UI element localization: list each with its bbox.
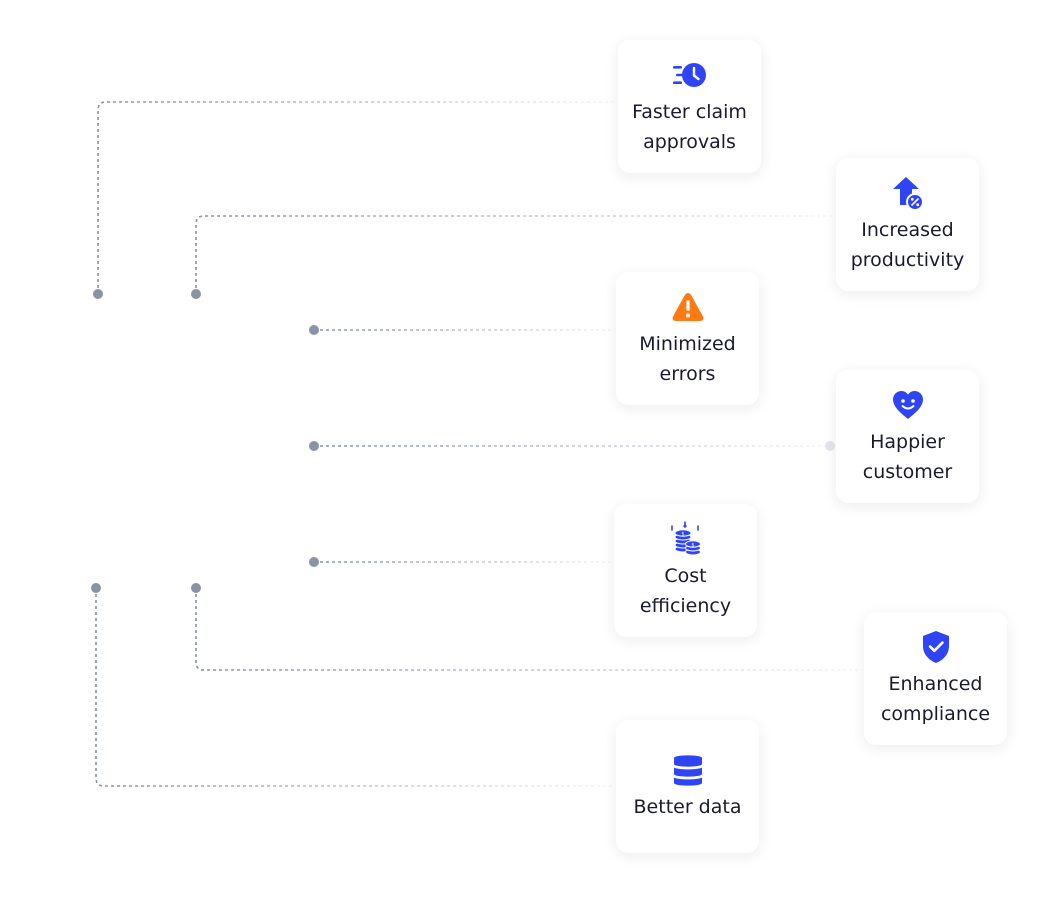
node-dot-faded — [825, 441, 835, 451]
warning-icon — [670, 289, 706, 325]
percent-growth-icon — [890, 175, 926, 211]
node-dot — [191, 289, 201, 299]
benefit-card-enhanced-compliance: Enhanced compliance — [864, 612, 1007, 745]
connector-better-data — [95, 588, 615, 787]
benefit-card-faster-claim-approvals: Faster claim approvals — [618, 40, 761, 173]
svg-text:$: $ — [691, 542, 694, 548]
benefit-label: Enhanced compliance — [880, 672, 991, 725]
benefit-card-increased-productivity: Increased productivity — [836, 158, 979, 291]
fast-clock-icon — [672, 57, 708, 93]
benefit-label: Increased productivity — [850, 218, 965, 271]
node-dot — [91, 583, 101, 593]
connector-faster-claim — [97, 101, 615, 294]
benefit-card-better-data: Better data — [616, 720, 759, 853]
benefit-label: Faster claim approvals — [632, 100, 747, 153]
benefit-card-minimized-errors: Minimized errors — [616, 272, 759, 405]
benefit-card-happier-customer: Happier customer — [836, 370, 979, 503]
benefit-label: Minimized errors — [639, 332, 736, 385]
svg-text:$: $ — [681, 531, 684, 537]
connector-enhanced-compliance — [195, 588, 862, 671]
node-dot — [309, 557, 319, 567]
shield-check-icon — [918, 629, 954, 665]
database-icon — [670, 752, 706, 788]
smiling-heart-icon — [890, 387, 926, 423]
coins-icon: $ $ — [668, 520, 704, 557]
benefit-label: Cost efficiency — [639, 564, 732, 617]
node-dot — [309, 325, 319, 335]
benefit-label: Better data — [633, 795, 742, 818]
node-dot — [191, 583, 201, 593]
benefit-card-cost-efficiency: $ $ Cost efficiency — [614, 504, 757, 637]
benefit-label: Happier customer — [862, 430, 953, 483]
node-dot — [309, 441, 319, 451]
node-dot — [93, 289, 103, 299]
